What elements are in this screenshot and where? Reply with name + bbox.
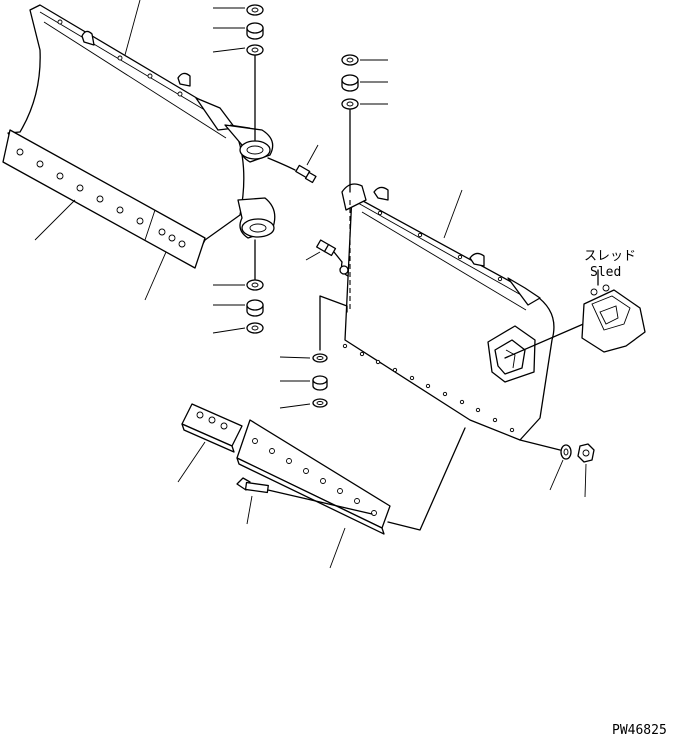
right-blade-edge-holes	[342, 343, 515, 433]
sled-mount	[487, 321, 589, 383]
left-washers-bottom	[246, 279, 264, 334]
left-edge-bolt-holes	[16, 148, 186, 248]
leader-lines	[34, 0, 587, 569]
sled-label-jp: スレッド	[584, 249, 636, 264]
left-cutting-edge	[2, 129, 206, 269]
right-blade-pivot-pin	[339, 109, 351, 310]
drawing-code: PW46825	[612, 723, 667, 738]
grease-fitting-right	[316, 239, 343, 263]
left-pivot-brackets	[224, 124, 276, 239]
end-bit-holes	[196, 411, 228, 430]
cutting-edge	[236, 419, 391, 535]
sled-label-en: Sled	[590, 265, 621, 280]
sled-part	[581, 269, 646, 353]
left-blade-top-holes	[57, 19, 183, 97]
right-washers-top	[341, 54, 359, 110]
right-blade	[341, 183, 555, 441]
blade-to-edge-link	[387, 427, 466, 531]
washer-nut-right	[519, 439, 595, 463]
end-bit	[181, 403, 243, 453]
right-blade-top-holes	[377, 210, 503, 282]
left-washers-top	[246, 4, 264, 56]
cutting-edge-holes	[252, 438, 377, 516]
right-washers-bottom	[312, 353, 328, 408]
plow-bolt	[236, 477, 373, 515]
left-blade	[7, 4, 245, 259]
washer-link-line	[319, 295, 348, 351]
grease-fitting-left	[267, 157, 317, 184]
